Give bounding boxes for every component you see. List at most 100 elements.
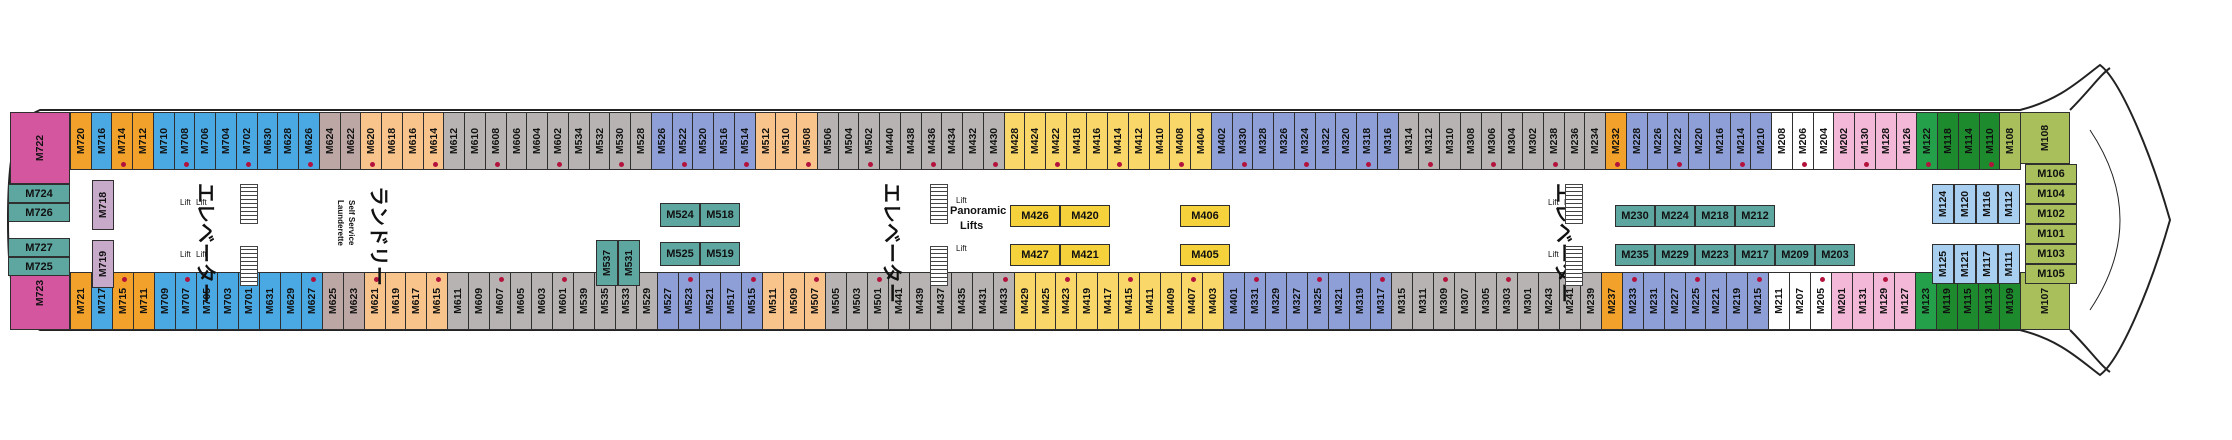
cabin-m534[interactable]: M534 bbox=[568, 112, 590, 170]
cabin-m725[interactable]: M725 bbox=[8, 257, 70, 276]
cabin-m304[interactable]: M304 bbox=[1501, 112, 1523, 170]
cabin-m426[interactable]: M426 bbox=[1010, 205, 1060, 227]
cabin-m202[interactable]: M202 bbox=[1833, 112, 1855, 170]
cabin-m512[interactable]: M512 bbox=[755, 112, 777, 170]
cabin-m416[interactable]: M416 bbox=[1086, 112, 1108, 170]
cabin-m436[interactable]: M436 bbox=[921, 112, 943, 170]
cabin-m231[interactable]: M231 bbox=[1643, 272, 1665, 330]
cabin-m234[interactable]: M234 bbox=[1584, 112, 1606, 170]
cabin-m415[interactable]: M415 bbox=[1118, 272, 1140, 330]
cabin-m407[interactable]: M407 bbox=[1181, 272, 1203, 330]
cabin-m618[interactable]: M618 bbox=[381, 112, 403, 170]
cabin-m314[interactable]: M314 bbox=[1398, 112, 1420, 170]
cabin-m111[interactable]: M111 bbox=[1998, 244, 2020, 284]
cabin-m307[interactable]: M307 bbox=[1454, 272, 1476, 330]
cabin-m712[interactable]: M712 bbox=[132, 112, 154, 170]
cabin-m301[interactable]: M301 bbox=[1517, 272, 1539, 330]
cabin-m227[interactable]: M227 bbox=[1664, 272, 1686, 330]
cabin-m605[interactable]: M605 bbox=[510, 272, 532, 330]
cabin-m718[interactable]: M718 bbox=[92, 180, 114, 230]
cabin-m719[interactable]: M719 bbox=[92, 240, 114, 288]
cabin-m207[interactable]: M207 bbox=[1789, 272, 1811, 330]
cabin-m438[interactable]: M438 bbox=[900, 112, 922, 170]
cabin-m418[interactable]: M418 bbox=[1066, 112, 1088, 170]
cabin-m420[interactable]: M420 bbox=[1060, 205, 1110, 227]
cabin-m208[interactable]: M208 bbox=[1771, 112, 1793, 170]
cabin-m217[interactable]: M217 bbox=[1735, 244, 1775, 266]
cabin-m421[interactable]: M421 bbox=[1060, 244, 1110, 266]
cabin-m306[interactable]: M306 bbox=[1481, 112, 1503, 170]
cabin-m630[interactable]: M630 bbox=[257, 112, 279, 170]
cabin-m429[interactable]: M429 bbox=[1014, 272, 1036, 330]
cabin-m507[interactable]: M507 bbox=[804, 272, 826, 330]
cabin-m224[interactable]: M224 bbox=[1655, 205, 1695, 227]
cabin-m709[interactable]: M709 bbox=[154, 272, 176, 330]
cabin-m206[interactable]: M206 bbox=[1792, 112, 1814, 170]
cabin-m521[interactable]: M521 bbox=[699, 272, 721, 330]
cabin-m237[interactable]: M237 bbox=[1601, 272, 1623, 330]
cabin-m615[interactable]: M615 bbox=[426, 272, 448, 330]
cabin-m122[interactable]: M122 bbox=[1916, 112, 1938, 170]
cabin-m101[interactable]: M101 bbox=[2025, 224, 2077, 244]
cabin-m604[interactable]: M604 bbox=[526, 112, 548, 170]
cabin-m127[interactable]: M127 bbox=[1894, 272, 1916, 330]
cabin-m204[interactable]: M204 bbox=[1813, 112, 1835, 170]
cabin-m708[interactable]: M708 bbox=[174, 112, 196, 170]
cabin-m504[interactable]: M504 bbox=[838, 112, 860, 170]
cabin-m702[interactable]: M702 bbox=[236, 112, 258, 170]
cabin-m230[interactable]: M230 bbox=[1615, 205, 1655, 227]
cabin-m321[interactable]: M321 bbox=[1328, 272, 1350, 330]
cabin-m606[interactable]: M606 bbox=[506, 112, 528, 170]
cabin-m219[interactable]: M219 bbox=[1726, 272, 1748, 330]
cabin-m309[interactable]: M309 bbox=[1433, 272, 1455, 330]
cabin-m209[interactable]: M209 bbox=[1775, 244, 1815, 266]
cabin-m403[interactable]: M403 bbox=[1202, 272, 1224, 330]
cabin-m722[interactable]: M722 bbox=[10, 112, 70, 184]
cabin-m216[interactable]: M216 bbox=[1709, 112, 1731, 170]
cabin-m303[interactable]: M303 bbox=[1496, 272, 1518, 330]
cabin-m628[interactable]: M628 bbox=[277, 112, 299, 170]
cabin-m610[interactable]: M610 bbox=[464, 112, 486, 170]
cabin-m622[interactable]: M622 bbox=[340, 112, 362, 170]
cabin-m325[interactable]: M325 bbox=[1307, 272, 1329, 330]
cabin-m516[interactable]: M516 bbox=[713, 112, 735, 170]
cabin-m310[interactable]: M310 bbox=[1439, 112, 1461, 170]
cabin-m607[interactable]: M607 bbox=[489, 272, 511, 330]
cabin-m315[interactable]: M315 bbox=[1391, 272, 1413, 330]
cabin-m526[interactable]: M526 bbox=[651, 112, 673, 170]
cabin-m721[interactable]: M721 bbox=[70, 272, 92, 330]
cabin-m218[interactable]: M218 bbox=[1695, 205, 1735, 227]
cabin-m620[interactable]: M620 bbox=[360, 112, 382, 170]
cabin-m532[interactable]: M532 bbox=[589, 112, 611, 170]
cabin-m239[interactable]: M239 bbox=[1580, 272, 1602, 330]
cabin-m623[interactable]: M623 bbox=[343, 272, 365, 330]
cabin-m210[interactable]: M210 bbox=[1750, 112, 1772, 170]
cabin-m317[interactable]: M317 bbox=[1370, 272, 1392, 330]
cabin-m505[interactable]: M505 bbox=[825, 272, 847, 330]
cabin-m614[interactable]: M614 bbox=[423, 112, 445, 170]
cabin-m125[interactable]: M125 bbox=[1932, 244, 1954, 284]
cabin-m419[interactable]: M419 bbox=[1076, 272, 1098, 330]
cabin-m601[interactable]: M601 bbox=[552, 272, 574, 330]
cabin-m214[interactable]: M214 bbox=[1730, 112, 1752, 170]
cabin-m312[interactable]: M312 bbox=[1418, 112, 1440, 170]
cabin-m112[interactable]: M112 bbox=[1998, 184, 2020, 224]
cabin-m621[interactable]: M621 bbox=[364, 272, 386, 330]
cabin-m517[interactable]: M517 bbox=[720, 272, 742, 330]
cabin-m531[interactable]: M531 bbox=[618, 240, 640, 286]
cabin-m330[interactable]: M330 bbox=[1232, 112, 1254, 170]
cabin-m118[interactable]: M118 bbox=[1937, 112, 1959, 170]
cabin-m229[interactable]: M229 bbox=[1655, 244, 1695, 266]
cabin-m710[interactable]: M710 bbox=[153, 112, 175, 170]
cabin-m501[interactable]: M501 bbox=[867, 272, 889, 330]
cabin-m117[interactable]: M117 bbox=[1976, 244, 1998, 284]
cabin-m602[interactable]: M602 bbox=[547, 112, 569, 170]
cabin-m609[interactable]: M609 bbox=[468, 272, 490, 330]
cabin-m626[interactable]: M626 bbox=[298, 112, 320, 170]
cabin-m715[interactable]: M715 bbox=[112, 272, 134, 330]
cabin-m302[interactable]: M302 bbox=[1522, 112, 1544, 170]
cabin-m110[interactable]: M110 bbox=[1979, 112, 2001, 170]
cabin-m430[interactable]: M430 bbox=[983, 112, 1005, 170]
cabin-m409[interactable]: M409 bbox=[1160, 272, 1182, 330]
cabin-m324[interactable]: M324 bbox=[1294, 112, 1316, 170]
